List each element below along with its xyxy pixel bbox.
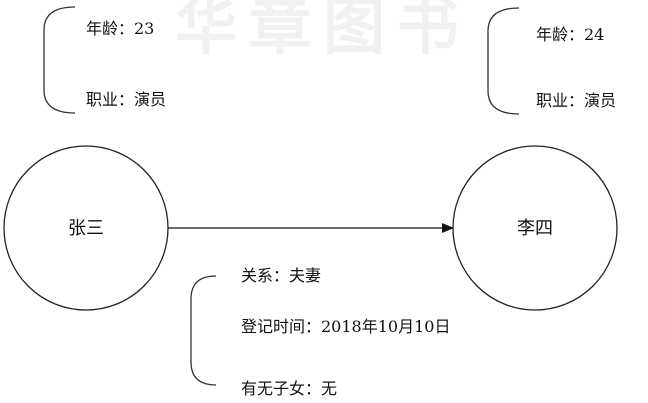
edge-relationship-label: 关系：夫妻 xyxy=(241,266,321,285)
right-occupation-label: 职业：演员 xyxy=(536,91,616,110)
left-occupation-label: 职业：演员 xyxy=(86,90,166,109)
left-age-label: 年龄：23 xyxy=(86,19,154,38)
edge-children-label: 有无子女：无 xyxy=(241,379,337,398)
right-age-label: 年龄：24 xyxy=(536,25,604,44)
person-node-left-label: 张三 xyxy=(68,218,104,239)
left-attributes-bracket xyxy=(43,6,76,114)
right-attributes-bracket xyxy=(487,7,520,115)
person-node-right-label: 李四 xyxy=(517,218,553,239)
edge-attributes-bracket xyxy=(190,275,217,386)
edge-registration-date-label: 登记时间：2018年10月10日 xyxy=(241,317,450,336)
watermark: 华章图书 xyxy=(175,0,471,63)
